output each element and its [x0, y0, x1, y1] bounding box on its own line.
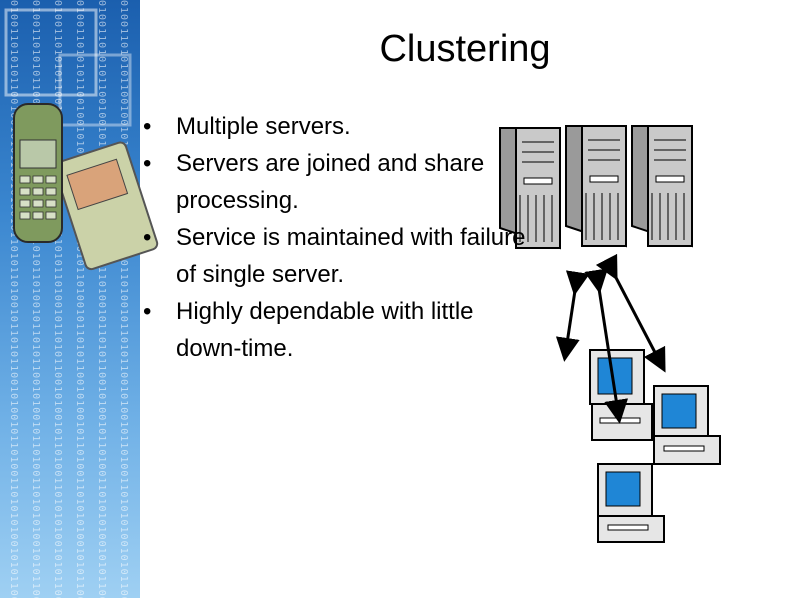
bullet-item: Multiple servers.: [140, 108, 540, 145]
decorative-sidebar: 0100110101011001001010110010100101101011…: [0, 0, 140, 598]
binary-text-column: 0100110101011001001010110010100101101011…: [8, 0, 19, 598]
server-tower-icon: [631, 125, 693, 248]
connection-arrow: [595, 253, 666, 373]
server-tower-icon: [565, 125, 627, 248]
binary-text-column: 0100110101011001001010110010100101101011…: [96, 0, 107, 598]
binary-text-column: 0100110101011001001010110010100101101011…: [52, 0, 63, 598]
bullet-item: Highly dependable with little down-time.: [140, 293, 540, 367]
bullet-item: Servers are joined and share processing.: [140, 145, 540, 219]
bullet-item: Service is maintained with failure of si…: [140, 219, 540, 293]
bullet-list: Multiple servers. Servers are joined and…: [140, 108, 540, 367]
workstation-icon: [597, 463, 665, 543]
binary-text-column: 0100110101011001001010110010100101101011…: [74, 0, 85, 598]
workstation-icon: [589, 349, 653, 441]
sidebar-graphics: [4, 8, 132, 127]
binary-text-column: 0100110101011001001010110010100101101011…: [118, 0, 129, 598]
slide-title: Clustering: [379, 28, 551, 70]
connection-arrow: [555, 270, 590, 362]
binary-text-column: 0100110101011001001010110010100101101011…: [30, 0, 41, 598]
workstation-icon: [653, 385, 721, 465]
mobile-phone-icon: [13, 103, 159, 271]
